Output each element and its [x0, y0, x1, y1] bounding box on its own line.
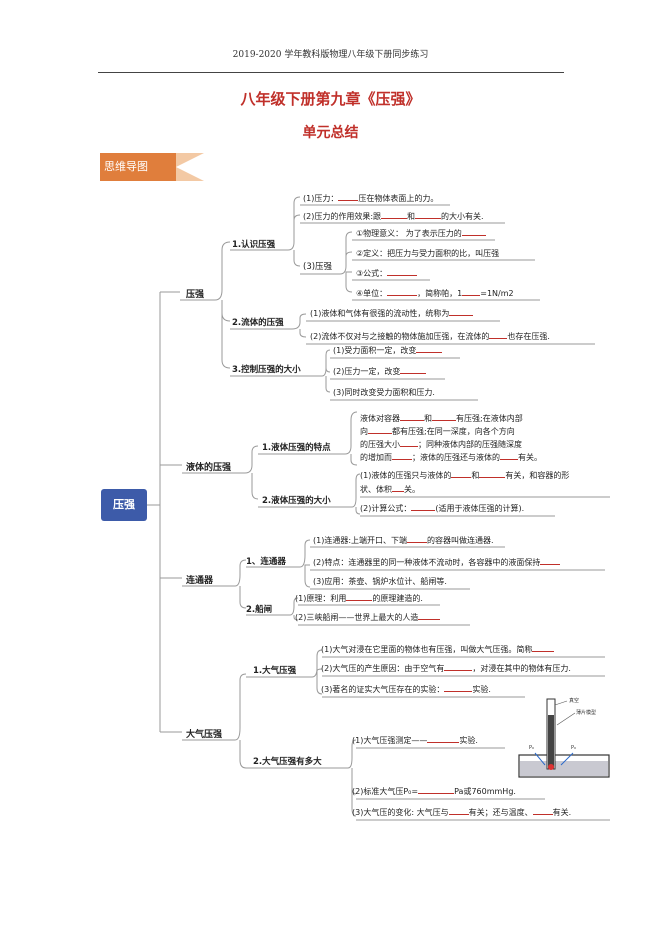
node-ship-lock: 2.船闸	[246, 605, 273, 615]
leaf-liquid-magnitude-1b: 状、体积关。	[360, 485, 420, 494]
node-atm-magnitude: 2.大气压强有多大	[253, 757, 322, 767]
node-understand-pressure: 1.认识压强	[232, 240, 276, 250]
leaf-liquid-formula: (2)计算公式：(适用于液体压强的计算).	[360, 504, 525, 513]
leaf-liquid-feature-line1: 液体对容器和有压强;在液体内部	[360, 414, 523, 423]
leaf-cv-feature: (2)特点：连通器里的同一种液体不流动时，各容器中的液面保持	[313, 557, 561, 568]
leaf-force-effect: (2)压力的作用效果:跟和的大小有关.	[303, 212, 484, 221]
label-thin-plate: 薄片模型	[576, 710, 597, 716]
leaf-liquid-feature-line3: 的压强大小；同种液体内部的压强随深度	[360, 440, 522, 449]
label-p0-left: P₀	[529, 745, 535, 751]
leaf-force: (1)压力：压在物体表面上的力。	[303, 194, 439, 203]
node-control-pressure: 3.控制压强的大小	[232, 365, 301, 375]
leaf-cv-definition: (1)连通器:上端开口、下端的容器叫做连通器.	[313, 536, 494, 545]
leaf-physical-meaning: ①物理意义： 为了表示压力的	[356, 228, 486, 239]
root-node: 压强	[101, 489, 147, 521]
leaf-atm-change: (3)大气压的变化: 大气压与有关；还与温度、有关.	[352, 808, 572, 817]
leaf-liquid-magnitude-1: (1)液体的压强只与液体的和有关，和容器的形	[360, 471, 570, 480]
leaf-definition: ②定义：把压力与受力面积的比，叫压强	[356, 249, 500, 258]
leaf-lock-principle: (1)原理：利用的原理建造的.	[295, 594, 423, 603]
leaf-atm-definition: (1)大气对浸在它里面的物体也有压强，叫做大气压强。简称	[321, 644, 555, 655]
leaf-atm-cause: (2)大气压的产生原因：由于空气有，对浸在其中的物体有压力.	[321, 664, 571, 673]
leaf-liquid-feature-line4: 的增加而；液体的压强还与液体的有关。	[360, 453, 542, 462]
node-connected-vessel: 连通器	[186, 576, 214, 586]
header-divider	[98, 72, 564, 73]
node-liquid-pressure: 液体的压强	[186, 463, 232, 473]
leaf-atm-experiment: (3)著名的证实大气压存在的实验：实验.	[321, 685, 491, 694]
leaf-cv-application: (3)应用：茶壶、锅炉水位计、船闸等.	[313, 577, 447, 586]
leaf-fluid-1: (1)液体和气体有很强的流动性，统称为	[310, 308, 474, 319]
leaf-liquid-feature-line2: 向都有压强;在同一深度，向各个方向	[360, 427, 515, 436]
node-atm-pressure-1: 1.大气压强	[253, 666, 297, 676]
node-pressure: 压强	[186, 290, 205, 300]
leaf-control-3: (3)同时改变受力面积和压力.	[333, 388, 435, 397]
node-liquid-magnitude: 2.液体压强的大小	[262, 496, 331, 506]
leaf-standard-atm: (2)标准大气压P₀=Pa或760mmHg.	[352, 787, 516, 796]
leaf-fluid-2: (2)流体不仅对与之接触的物体施加压强，在流体的也存在压强.	[310, 332, 550, 341]
label-vacuum: 真空	[569, 698, 580, 704]
label-p0-right: P₀	[571, 745, 577, 751]
page-header: 2019-2020 学年教科版物理八年级下册同步练习	[232, 50, 429, 60]
leaf-unit: ④单位：，简称帕，1=1N/m2	[356, 289, 514, 298]
page-title: 八年级下册第九章《压强》	[240, 90, 421, 108]
node-connected-vessel-1: 1、连通器	[246, 557, 286, 567]
leaf-atm-measure: (1)大气压强测定——实验.	[352, 736, 478, 745]
leaf-control-2: (2)压力一定，改变	[333, 366, 427, 377]
leaf-control-1: (1)受力面积一定，改变	[333, 345, 443, 356]
node-fluid-pressure: 2.流体的压强	[232, 318, 284, 328]
mindmap-tag-decoration	[176, 153, 204, 181]
node-atmospheric-pressure: 大气压强	[186, 730, 223, 740]
page-subtitle: 单元总结	[302, 125, 359, 141]
mindmap-tag: 思维导图	[100, 153, 176, 181]
torricelli-apparatus-figure: 真空 薄片模型 P₀ P₀	[517, 693, 613, 779]
leaf-three-gorges: (2)三峡船闸——世界上最大的人造	[295, 612, 441, 623]
leaf-formula: ③公式：	[356, 268, 418, 279]
node-liquid-features: 1.液体压强的特点	[262, 443, 331, 453]
node-pressure-3: (3)压强	[303, 262, 333, 272]
